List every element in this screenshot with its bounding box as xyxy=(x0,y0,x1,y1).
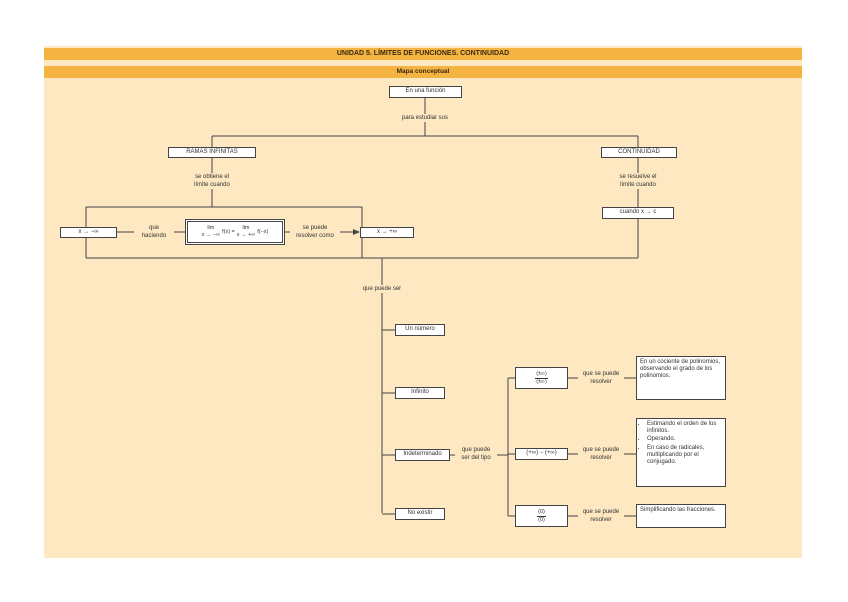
result-infinity-difference-methods: Estimando el orden de los infinitos. Ope… xyxy=(636,418,726,487)
no-existir-node: No existir xyxy=(395,508,445,520)
infinito-node: Infinito xyxy=(395,387,445,399)
result-cociente-polinomios: En un cociente de polinomios, observando… xyxy=(636,356,726,400)
que-puede-ser-label: que puede ser xyxy=(355,285,409,293)
type-infinity-difference-node: (+∞) − (+∞) xyxy=(515,448,568,460)
minus-infinity-node: x → −∞ xyxy=(60,227,117,238)
map-subtitle: Mapa conceptual xyxy=(44,66,802,78)
unit-title: UNIDAD 5. LÍMITES DE FUNCIONES. CONTINUI… xyxy=(44,48,802,60)
root-edge-label: para estudiar sus xyxy=(385,114,465,122)
un-numero-node: Un número xyxy=(395,324,445,336)
indeterminado-node: Indeterminado xyxy=(395,449,450,461)
type-zero-quotient-node: (0)(0) xyxy=(515,505,568,527)
ramas-infinitas-node: RAMAS INFINITAS xyxy=(168,147,256,158)
method-item: En caso de radicales, multiplicando por … xyxy=(647,445,722,467)
method-item: Estimando el orden de los infinitos. xyxy=(647,421,722,435)
method-item: Operando. xyxy=(647,436,722,443)
plus-infinity-node: x → +∞ xyxy=(360,227,414,238)
continuidad-node: CONTINUIDAD xyxy=(601,147,677,158)
type-infinity-quotient-node: (±∞)(±∞) xyxy=(515,367,568,389)
cuando-node: cuando x → c xyxy=(602,207,674,219)
result-simplificando: Simplificando las fracciones. xyxy=(636,504,726,528)
root-node: En una función xyxy=(389,86,462,98)
